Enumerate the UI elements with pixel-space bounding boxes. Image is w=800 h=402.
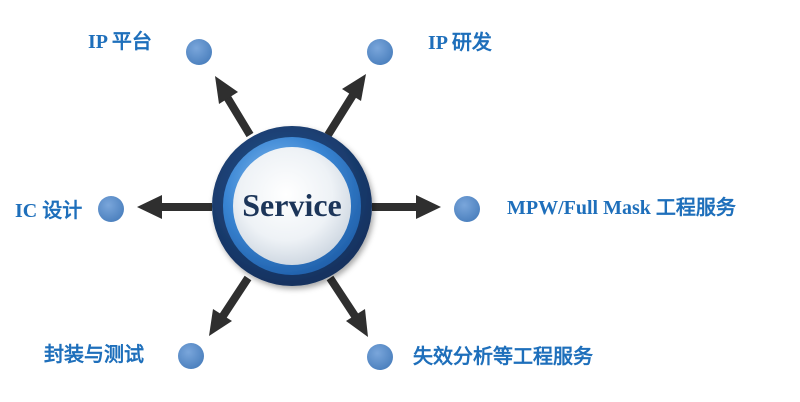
label-ic-design: IC 设计 [15,200,83,222]
node-dot-failure-analysis [367,344,393,370]
label-failure-analysis: 失效分析等工程服务 [413,346,593,368]
hub-inner-disc [233,147,351,265]
arrow-package-test [209,275,252,336]
label-mpw: MPW/Full Mask 工程服务 [507,197,736,219]
node-dot-package-test [178,343,204,369]
arrow-ip-dev [324,74,366,138]
arrow-mpw [372,195,441,219]
node-dots [98,39,480,370]
hub-label: Service [242,187,342,223]
arrow-ip-platform [215,76,254,138]
label-ip-platform: IP 平台 [88,31,152,53]
node-dot-ic-design [98,196,124,222]
node-dot-ip-dev [367,39,393,65]
arrow-ic-design [137,195,212,219]
label-package-test: 封装与测试 [44,344,144,366]
node-dot-ip-platform [186,39,212,65]
node-dot-mpw [454,196,480,222]
service-hub [212,126,372,286]
arrow-failure-analysis [326,275,368,337]
arrows [137,74,441,337]
label-ip-dev: IP 研发 [428,32,492,54]
